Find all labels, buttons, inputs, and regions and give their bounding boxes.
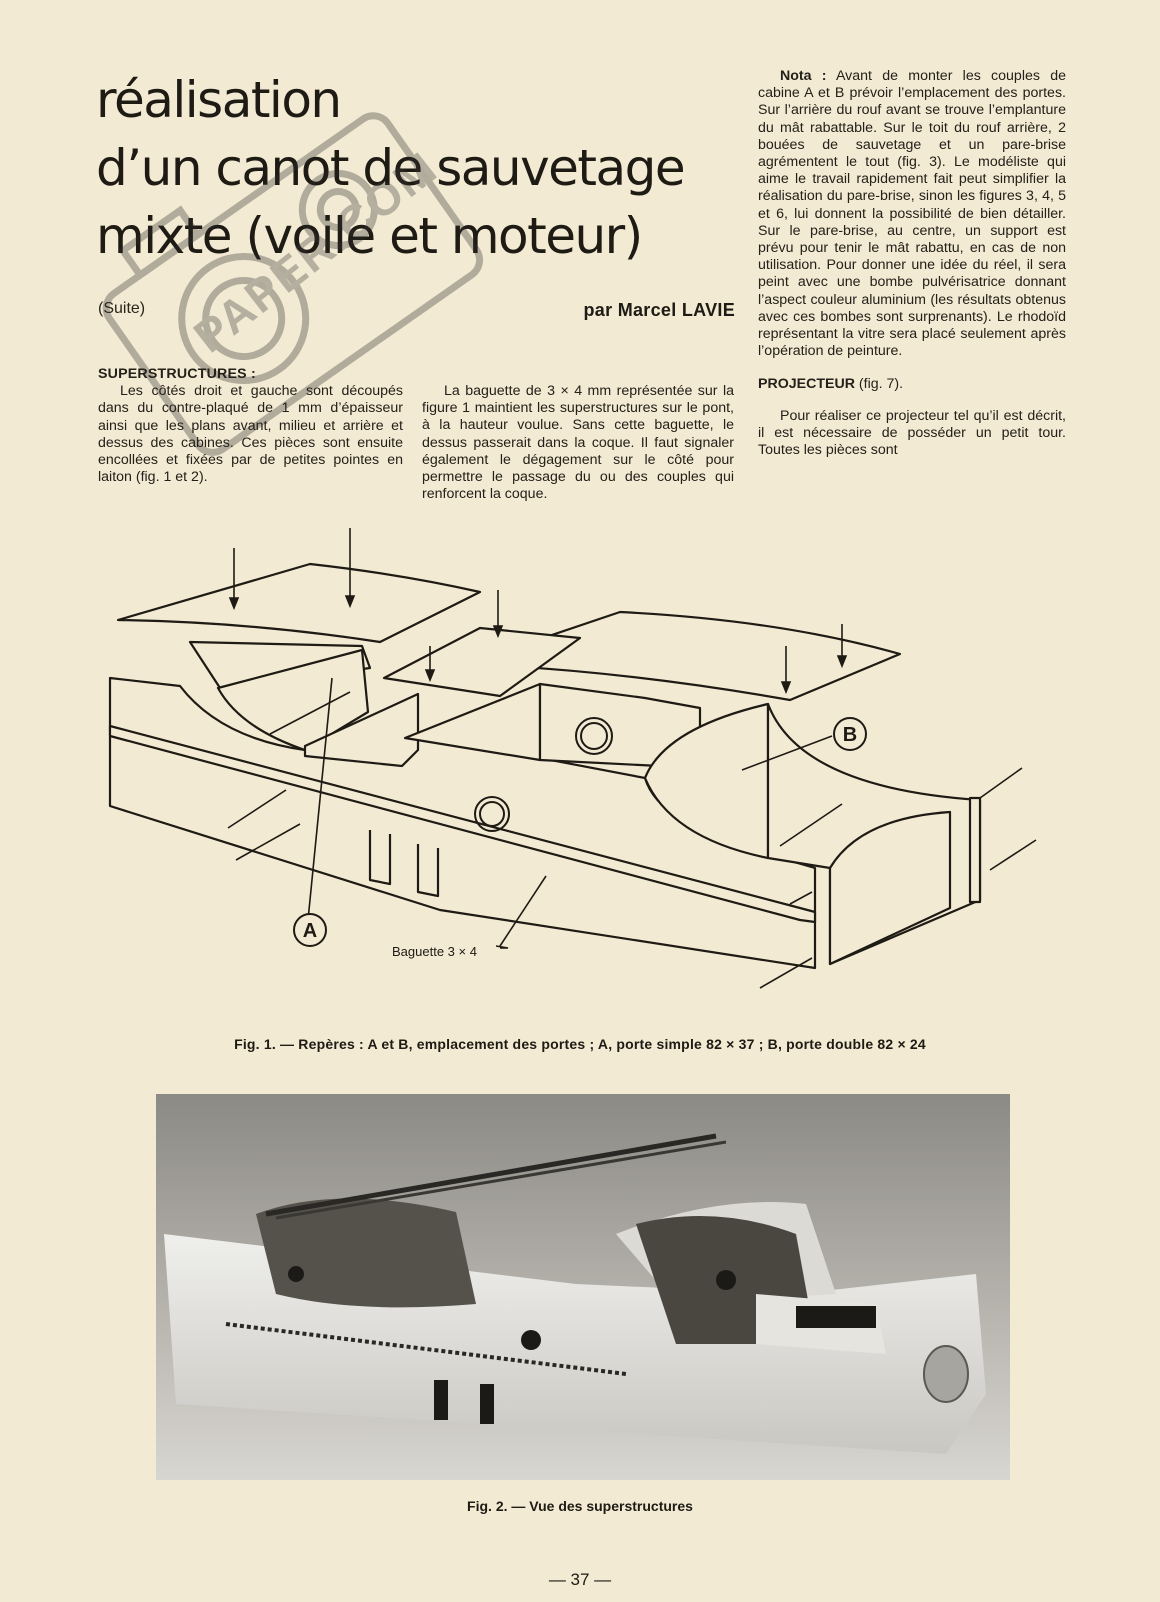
marker-a-circle xyxy=(293,913,327,947)
rear-roof-panel xyxy=(464,610,902,702)
front-roof-panel xyxy=(116,562,482,644)
nota-text: Avant de monter les couples de cabine A … xyxy=(758,68,1066,360)
figure-2-photo xyxy=(156,1094,1010,1480)
paragraph-superstructures: Les côtés droit et gauche sont découpés … xyxy=(98,383,403,486)
projecteur-heading: PROJECTEUR xyxy=(758,376,855,393)
figure-1-caption: Fig. 1. — Repères : A et B, emplacement … xyxy=(234,1036,926,1052)
projecteur-ref: (fig. 7). xyxy=(854,376,904,393)
door-cutout-b xyxy=(416,844,440,898)
title-line-2: d’un canot de sauvetage xyxy=(96,139,686,197)
nota-label: Nota : xyxy=(780,68,827,84)
paragraph-baguette: La baguette de 3 × 4 mm représentée sur … xyxy=(422,383,734,503)
text-column-3: Nota : Avant de monter les couples de ca… xyxy=(758,68,1066,459)
front-cabin-wall xyxy=(188,640,372,690)
marker-b-label: B xyxy=(843,724,857,746)
section-heading-projecteur: PROJECTEUR (fig. 7). xyxy=(758,376,1066,393)
text-column-1: SUPERSTRUCTURES : Les côtés droit et gau… xyxy=(98,366,403,486)
text-column-2: La baguette de 3 × 4 mm représentée sur … xyxy=(422,366,734,503)
figure-1-exploded-drawing: A B xyxy=(108,528,1037,989)
middle-bulkhead xyxy=(303,692,420,768)
boat-model-photo xyxy=(156,1094,1010,1480)
title-line-1: réalisation xyxy=(96,71,342,129)
paragraph-projecteur: Pour réaliser ce projecteur tel qu’il es… xyxy=(758,407,1066,459)
transom-panel xyxy=(968,796,982,904)
marker-a-label: A xyxy=(303,920,317,942)
suite-label: (Suite) xyxy=(98,300,146,317)
section-heading-superstructures: SUPERSTRUCTURES : xyxy=(98,366,256,382)
article-title: réalisation d’un canot de sauvetage mixt… xyxy=(96,66,746,270)
paragraph-nota: Nota : Avant de monter les couples de ca… xyxy=(758,68,1066,360)
author-byline: par Marcel LAVIE xyxy=(583,300,735,320)
stern-panel xyxy=(828,810,952,966)
baguette-strip xyxy=(108,724,817,924)
title-line-3: mixte (voile et moteur) xyxy=(96,207,643,265)
figure-2-caption: Fig. 2. — Vue des superstructures xyxy=(467,1498,693,1514)
door-cutout-a xyxy=(368,830,392,886)
marker-b-circle xyxy=(833,717,867,751)
page-number: — 37 — xyxy=(548,1570,612,1589)
baguette-label: Baguette 3 × 4 xyxy=(392,944,477,959)
middle-roof-panel xyxy=(382,626,582,698)
